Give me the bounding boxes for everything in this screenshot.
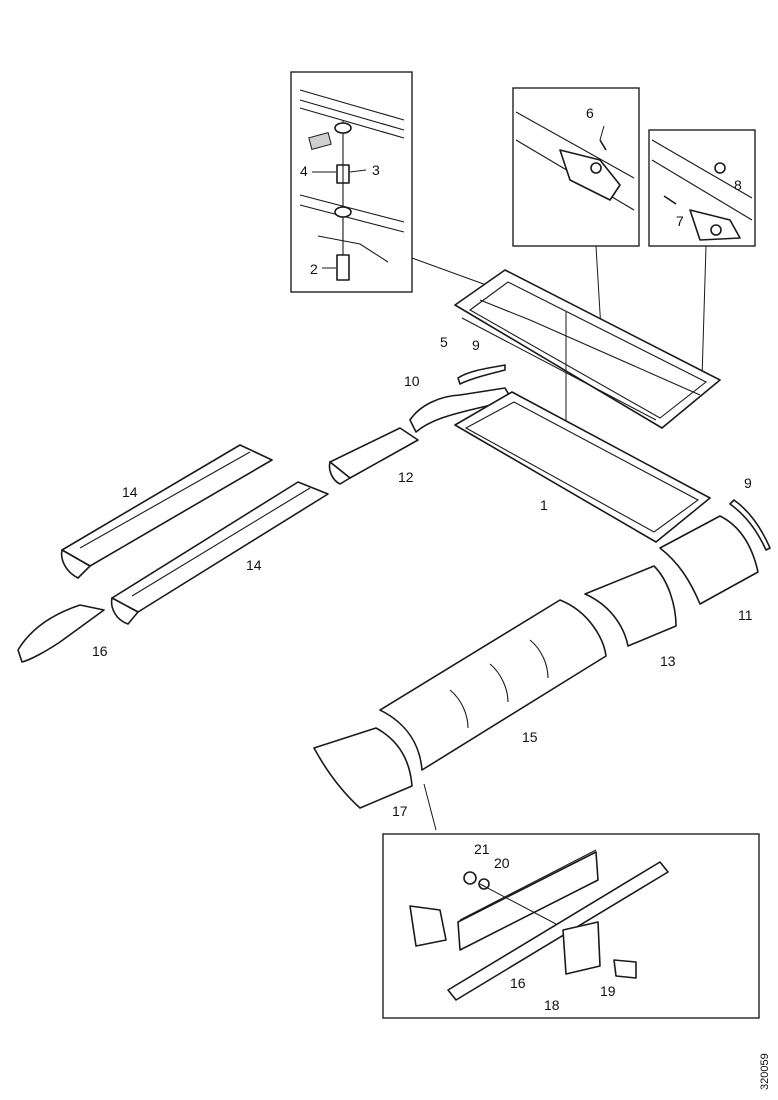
callout-17: 17 (392, 803, 408, 819)
part-9-strip-right (729, 499, 771, 551)
part-11-rear-panel (659, 515, 759, 605)
callout-10: 10 (404, 373, 420, 389)
part-14-rail-lower (110, 481, 329, 625)
callout-21: 21 (474, 841, 490, 857)
callout-20: 20 (494, 855, 510, 871)
callout-18: 18 (544, 997, 560, 1013)
part-12-trim (328, 427, 419, 485)
callout-2: 2 (310, 261, 318, 277)
callout-9-upper: 9 (472, 337, 480, 353)
callout-8: 8 (734, 177, 742, 193)
callout-14-upper: 14 (122, 484, 138, 500)
part-14-rail-upper (60, 444, 273, 579)
part-16-side-panel-left (17, 604, 105, 663)
inset-detail-rail-fixings (382, 833, 760, 1019)
callout-labels: 1 2 3 4 5 6 7 8 9 9 10 11 12 13 14 14 15… (92, 105, 753, 1013)
callout-11: 11 (738, 607, 753, 623)
reference-number: 320059 (759, 1053, 771, 1090)
callout-13: 13 (660, 653, 676, 669)
part-9-strip-upper (457, 364, 506, 385)
callout-12: 12 (398, 469, 414, 485)
callout-14-lower: 14 (246, 557, 262, 573)
callout-15: 15 (522, 729, 538, 745)
part-15-long-panel (379, 599, 607, 771)
callout-16-left: 16 (92, 643, 108, 659)
callout-4: 4 (300, 163, 308, 179)
callout-19: 19 (600, 983, 616, 999)
callout-3: 3 (372, 162, 380, 178)
part-13-trim-rear (584, 565, 677, 647)
part-17-front-panel (313, 727, 437, 831)
part-5-roof-frame (454, 269, 721, 430)
inset-detail-fasteners (290, 71, 501, 293)
inset-detail-bracket-7-8 (648, 129, 756, 379)
callout-16-inset: 16 (510, 975, 526, 991)
callout-6: 6 (586, 105, 594, 121)
callout-9-right: 9 (744, 475, 752, 491)
part-1-headliner-panel (454, 391, 711, 543)
callout-5: 5 (440, 334, 448, 350)
callout-1: 1 (540, 497, 548, 513)
inset-detail-bracket-6 (512, 87, 640, 381)
callout-7: 7 (676, 213, 684, 229)
